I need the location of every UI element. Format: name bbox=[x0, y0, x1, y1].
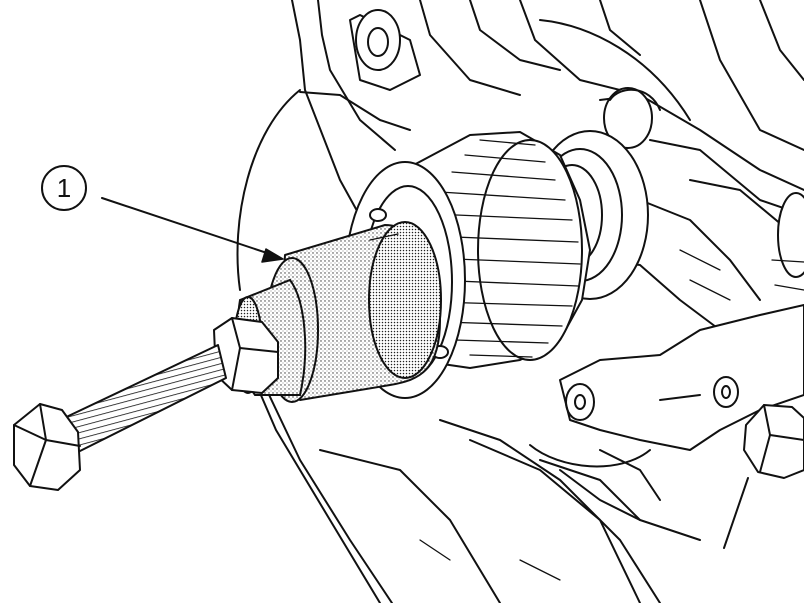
mounting-bracket bbox=[539, 304, 804, 521]
bolt-head bbox=[13, 403, 81, 491]
engine-housing bbox=[291, 0, 804, 331]
detail-circle-arc bbox=[236, 89, 301, 291]
puller-tool-icon bbox=[13, 221, 442, 491]
flange-hole bbox=[369, 208, 387, 222]
housing-boss-edge bbox=[777, 192, 804, 278]
arrow-leader-icon bbox=[101, 197, 277, 257]
callout-number: 1 bbox=[57, 173, 71, 203]
callout-1: 1 bbox=[41, 165, 284, 263]
housing-boss-right bbox=[603, 87, 653, 149]
housing-boss bbox=[355, 9, 401, 71]
hex-nut bbox=[213, 317, 279, 394]
threaded-rod bbox=[59, 344, 227, 456]
callout-circle bbox=[41, 165, 87, 211]
engine-lower-edge bbox=[247, 364, 701, 603]
bolt-icon bbox=[723, 404, 804, 549]
